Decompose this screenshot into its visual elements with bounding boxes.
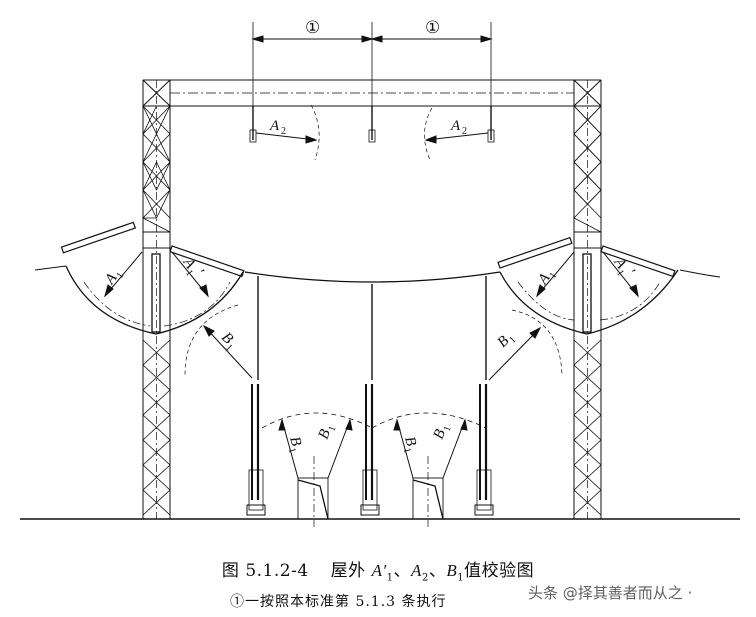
caption-item-b1: B xyxy=(446,561,458,580)
caption-sub: 1 xyxy=(386,572,394,584)
caption-separator: 、 xyxy=(393,561,412,581)
a2-clearance-left xyxy=(255,104,320,161)
svg-text:2: 2 xyxy=(462,126,467,137)
label-b1-zone1-a: B 1 xyxy=(286,435,304,455)
b1-clearance-left xyxy=(184,304,253,379)
figure-number: 图 5.1.2-4 xyxy=(221,561,309,581)
equipment-column-right xyxy=(474,276,494,516)
equipment-column-center xyxy=(360,284,380,516)
b1-clearance-zone-2 xyxy=(371,412,487,527)
main-conductor xyxy=(244,271,501,283)
svg-text:1: 1 xyxy=(507,335,518,346)
label-b1-left: B 1 xyxy=(218,330,236,354)
dimension-marker-left: ① xyxy=(305,18,320,38)
left-lattice-tower xyxy=(142,79,171,519)
svg-text:B: B xyxy=(286,435,304,448)
phase-spacing-dimension xyxy=(251,22,493,140)
figure-note: ①一按照本标准第 5.1.3 条执行 xyxy=(230,594,447,610)
b1-clearance-zone-1 xyxy=(261,412,373,527)
svg-text:1: 1 xyxy=(401,447,413,455)
label-a1prime-2: A 1 ′ xyxy=(179,254,207,279)
svg-text:B: B xyxy=(401,435,419,448)
watermark: 头条 @择其善者而从之 · xyxy=(528,584,693,602)
caption-sub: 2 xyxy=(421,572,429,584)
label-b1-right: B 1 xyxy=(495,333,519,351)
left-strain-assembly xyxy=(34,221,245,335)
caption-item-a1prime: A′ xyxy=(371,561,387,580)
equipment-column-left xyxy=(246,276,266,516)
caption-item-a2: A xyxy=(411,561,422,580)
svg-text:2: 2 xyxy=(281,126,286,137)
caption-separator: 、 xyxy=(428,561,447,581)
svg-text:1: 1 xyxy=(614,268,626,278)
svg-text:1: 1 xyxy=(286,447,298,455)
label-a1prime-1: A 1 xyxy=(102,270,127,288)
svg-text:1: 1 xyxy=(547,270,559,280)
svg-text:1: 1 xyxy=(223,342,234,353)
svg-text:A: A xyxy=(269,118,280,134)
label-b1-zone2-a: B 1 xyxy=(401,435,419,455)
svg-text:A: A xyxy=(450,118,461,134)
right-lattice-tower xyxy=(573,79,602,519)
right-strain-assembly xyxy=(497,236,721,335)
substation-clearance-diagram: ① ① A 2 A 2 A 1 A 1 ′ A 1 A 1 ′ B 1 B 1 … xyxy=(20,18,740,527)
label-b1-zone1-b: B 1 xyxy=(316,425,339,442)
caption-prefix: 屋外 xyxy=(330,561,366,581)
label-a2-left: A 2 xyxy=(269,118,286,137)
b1-clearance-right xyxy=(488,309,563,381)
beam-insulators xyxy=(249,106,495,143)
caption-sub: 1 xyxy=(457,572,465,584)
a2-clearance-right xyxy=(424,107,489,161)
svg-text:1: 1 xyxy=(442,425,454,433)
label-a1prime-3: A 1 xyxy=(535,270,560,288)
svg-text:1: 1 xyxy=(114,270,126,280)
label-a2-right: A 2 xyxy=(450,118,467,137)
svg-text:1: 1 xyxy=(327,425,339,433)
svg-text:1: 1 xyxy=(183,268,195,278)
label-b1-zone2-b: B 1 xyxy=(431,425,454,442)
caption-suffix: 值校验图 xyxy=(464,561,535,581)
label-a1prime-4: A 1 ′ xyxy=(610,254,638,279)
dimension-marker-right: ① xyxy=(425,18,440,38)
